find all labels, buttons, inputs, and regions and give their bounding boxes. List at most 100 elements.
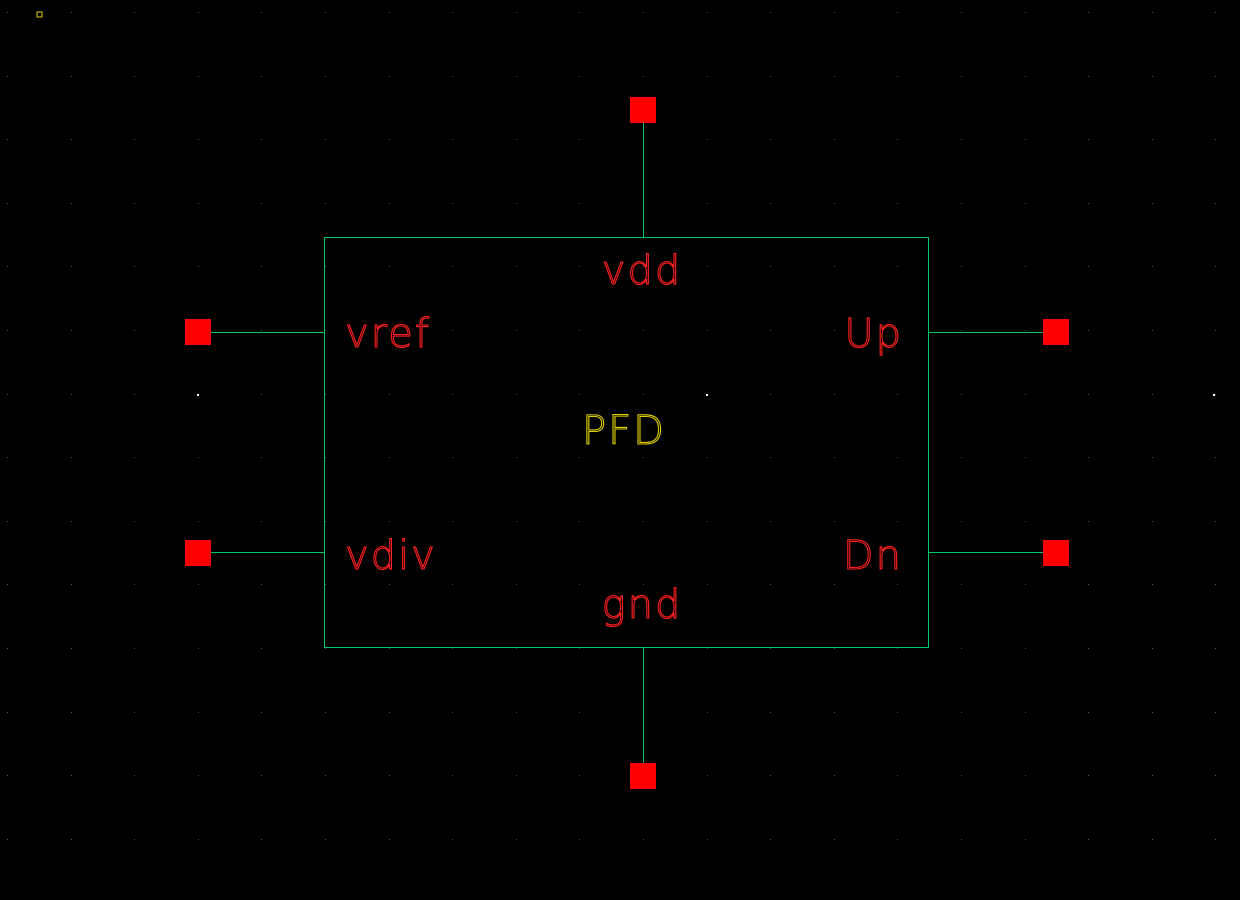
grid-dot — [1152, 330, 1153, 331]
grid-dot — [325, 12, 326, 13]
grid-dot — [7, 12, 8, 13]
grid-dot — [516, 266, 517, 267]
grid-dot — [198, 648, 199, 649]
grid-dot — [1088, 712, 1089, 713]
grid-dot — [325, 76, 326, 77]
grid-dot — [7, 521, 8, 522]
snap-dot — [197, 394, 199, 396]
grid-dot — [134, 330, 135, 331]
grid-dot — [1025, 266, 1026, 267]
grid-dot — [707, 584, 708, 585]
grid-dot — [1215, 266, 1216, 267]
vdd-pin[interactable] — [630, 97, 656, 123]
grid-dot — [452, 775, 453, 776]
grid-dot — [7, 203, 8, 204]
grid-dot — [71, 457, 72, 458]
up-label: Up — [844, 311, 903, 357]
grid-dot — [707, 266, 708, 267]
grid-dot — [7, 330, 8, 331]
grid-dot — [325, 203, 326, 204]
grid-dot — [834, 394, 835, 395]
dn-pin[interactable] — [1043, 540, 1069, 566]
grid-dot — [198, 457, 199, 458]
grid-dot — [198, 139, 199, 140]
grid-dot — [897, 330, 898, 331]
grid-dot — [961, 521, 962, 522]
grid-dot — [134, 203, 135, 204]
grid-dot — [1215, 457, 1216, 458]
grid-dot — [7, 139, 8, 140]
grid-dot — [452, 521, 453, 522]
grid-dot — [1025, 76, 1026, 77]
grid-dot — [71, 648, 72, 649]
origin-marker — [36, 11, 43, 18]
grid-dot — [834, 839, 835, 840]
grid-dot — [643, 266, 644, 267]
grid-dot — [7, 839, 8, 840]
grid-dot — [198, 521, 199, 522]
grid-dot — [134, 457, 135, 458]
grid-dot — [389, 584, 390, 585]
grid-dot — [71, 76, 72, 77]
grid-dot — [1025, 521, 1026, 522]
grid-dot — [452, 457, 453, 458]
grid-dot — [1088, 203, 1089, 204]
grid-dot — [579, 521, 580, 522]
grid-dot — [770, 394, 771, 395]
grid-dot — [1215, 712, 1216, 713]
grid-dot — [516, 12, 517, 13]
grid-dot — [1215, 394, 1216, 395]
grid-dot — [961, 330, 962, 331]
grid-dot — [198, 712, 199, 713]
grid-dot — [198, 203, 199, 204]
grid-dot — [1088, 648, 1089, 649]
grid-dot — [770, 775, 771, 776]
grid-dot — [1025, 712, 1026, 713]
grid-dot — [389, 12, 390, 13]
grid-dot — [707, 775, 708, 776]
grid-dot — [261, 457, 262, 458]
up-pin[interactable] — [1043, 319, 1069, 345]
grid-dot — [7, 775, 8, 776]
grid-dot — [7, 584, 8, 585]
grid-dot — [325, 266, 326, 267]
grid-dot — [389, 330, 390, 331]
grid-dot — [707, 839, 708, 840]
grid-dot — [134, 712, 135, 713]
grid-dot — [1152, 712, 1153, 713]
gnd-pin[interactable] — [630, 763, 656, 789]
grid-dot — [961, 76, 962, 77]
grid-dot — [516, 839, 517, 840]
grid-dot — [834, 775, 835, 776]
grid-dot — [961, 12, 962, 13]
grid-dot — [1215, 76, 1216, 77]
vdiv-pin[interactable] — [185, 540, 211, 566]
cell-name-label: PFD — [582, 408, 666, 454]
grid-dot — [261, 266, 262, 267]
grid-dot — [897, 648, 898, 649]
grid-dot — [1025, 12, 1026, 13]
vdd-label: vdd — [602, 248, 682, 294]
grid-dot — [1025, 839, 1026, 840]
grid-dot — [325, 139, 326, 140]
grid-dot — [1025, 775, 1026, 776]
grid-dot — [1088, 266, 1089, 267]
grid-dot — [389, 266, 390, 267]
grid-dot — [1152, 521, 1153, 522]
symbol-body[interactable] — [324, 237, 929, 648]
grid-dot — [961, 266, 962, 267]
grid-dot — [1215, 203, 1216, 204]
grid-dot — [134, 76, 135, 77]
grid-dot — [961, 139, 962, 140]
grid-dot — [897, 139, 898, 140]
snap-dot — [706, 394, 708, 396]
grid-dot — [7, 394, 8, 395]
vref-pin[interactable] — [185, 319, 211, 345]
grid-dot — [1215, 839, 1216, 840]
grid-dot — [1152, 775, 1153, 776]
grid-dot — [516, 203, 517, 204]
grid-dot — [1025, 203, 1026, 204]
grid-dot — [1088, 394, 1089, 395]
grid-dot — [516, 330, 517, 331]
